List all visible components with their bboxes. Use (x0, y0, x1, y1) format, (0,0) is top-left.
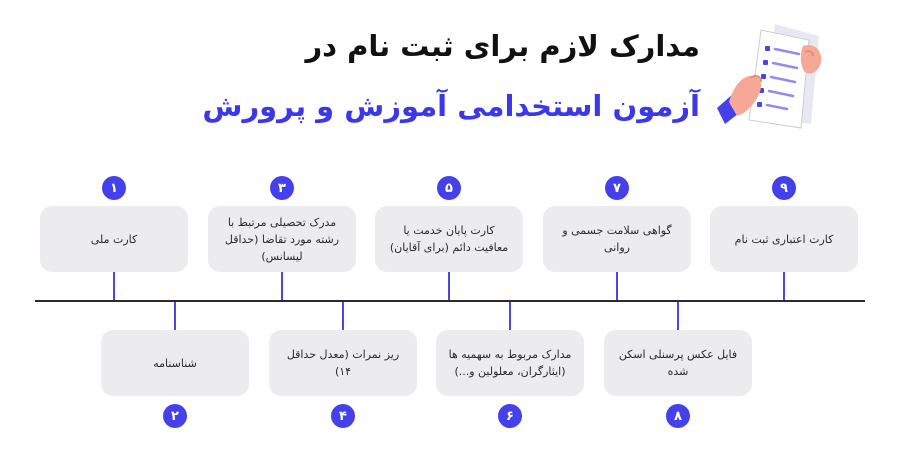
step-number-5: ۵ (437, 176, 461, 200)
connector-step-5 (448, 272, 450, 300)
connector-step-6 (509, 302, 511, 330)
step-number-8: ۸ (666, 404, 690, 428)
step-number-3: ۳ (270, 176, 294, 200)
step-card-3: مدرک تحصیلی مرتبط با رشته مورد تقاضا (حد… (208, 206, 356, 272)
step-number-2: ۲ (163, 404, 187, 428)
step-card-5: کارت پایان خدمت یا معافیت دائم (برای آقا… (375, 206, 523, 272)
step-number-7: ۷ (605, 176, 629, 200)
timeline-line (35, 300, 865, 302)
step-card-2: شناسنامه (101, 330, 249, 396)
step-number-6: ۶ (498, 404, 522, 428)
connector-step-1 (113, 272, 115, 300)
step-number-9: ۹ (772, 176, 796, 200)
connector-step-9 (783, 272, 785, 300)
page-title-line-2: آزمون استخدامی آموزش و پرورش (202, 89, 700, 123)
document-checklist-icon (717, 24, 822, 129)
step-card-6: مدارک مربوط به سهمیه ها (ایثارگران، معلو… (436, 330, 584, 396)
step-number-1: ۱ (102, 176, 126, 200)
step-card-8: فایل عکس پرسنلی اسکن شده (604, 330, 752, 396)
connector-step-2 (174, 302, 176, 330)
step-card-1: کارت ملی (40, 206, 188, 272)
step-card-4: ریز نمرات (معدل حداقل ۱۴) (269, 330, 417, 396)
connector-step-4 (342, 302, 344, 330)
connector-step-8 (677, 302, 679, 330)
connector-step-3 (281, 272, 283, 300)
page-title-line-1: مدارک لازم برای ثبت نام در (305, 29, 700, 63)
step-card-9: کارت اعتباری ثبت نام (710, 206, 858, 272)
step-number-4: ۴ (331, 404, 355, 428)
step-card-7: گواهی سلامت جسمی و روانی (543, 206, 691, 272)
connector-step-7 (616, 272, 618, 300)
